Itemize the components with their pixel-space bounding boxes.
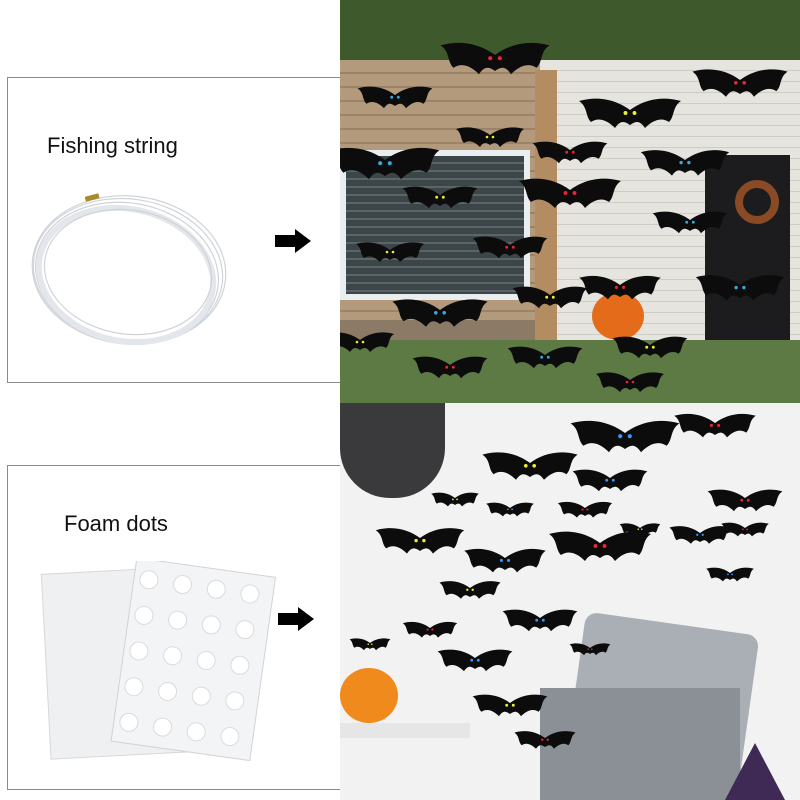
foam-dots-panel: Foam dots bbox=[7, 465, 347, 790]
right-arrow-icon bbox=[278, 607, 314, 631]
bat-decoration bbox=[502, 609, 578, 632]
bat-decoration bbox=[349, 638, 391, 651]
bat-decoration bbox=[439, 581, 501, 599]
bat-decoration bbox=[707, 489, 783, 512]
bat-decoration bbox=[402, 621, 458, 638]
bat-decoration bbox=[340, 147, 440, 180]
bat-decoration bbox=[579, 275, 661, 300]
bat-decoration bbox=[674, 413, 756, 438]
bat-decoration bbox=[652, 211, 728, 234]
bat-decoration bbox=[507, 346, 583, 369]
bat-decoration bbox=[375, 528, 465, 554]
bat-decoration bbox=[572, 469, 648, 492]
indoor-wall-bats-photo bbox=[340, 403, 800, 800]
bat-decoration bbox=[392, 299, 488, 327]
bat-decoration bbox=[692, 69, 788, 97]
bat-decoration bbox=[486, 502, 534, 517]
wreath bbox=[735, 180, 779, 224]
right-arrow-icon bbox=[275, 229, 311, 253]
bat-decoration bbox=[402, 186, 478, 209]
window bbox=[340, 150, 530, 300]
witch-hat bbox=[725, 743, 785, 800]
bat-decoration bbox=[669, 526, 731, 544]
fishing-string-coil-icon bbox=[31, 193, 227, 346]
jack-o-lantern bbox=[340, 668, 398, 723]
bat-decoration bbox=[356, 242, 424, 262]
bat-decoration bbox=[579, 98, 681, 128]
pendant-lamp bbox=[340, 403, 445, 498]
bat-decoration bbox=[514, 731, 576, 749]
foam-dot-sheets-icon bbox=[40, 561, 277, 762]
bat-decoration bbox=[340, 332, 394, 352]
bat-decoration bbox=[695, 275, 785, 301]
bat-decoration bbox=[569, 643, 611, 656]
bat-decoration bbox=[437, 649, 513, 672]
bat-decoration bbox=[431, 492, 479, 507]
fishing-string-label: Fishing string bbox=[47, 133, 178, 158]
armchair bbox=[540, 688, 740, 800]
bat-decoration bbox=[557, 501, 613, 518]
fishing-string-panel: Fishing string bbox=[7, 77, 347, 383]
bat-decoration bbox=[472, 236, 548, 259]
bat-decoration bbox=[512, 286, 588, 309]
bat-decoration bbox=[721, 522, 769, 537]
foam-dots-label: Foam dots bbox=[64, 511, 168, 536]
side-table bbox=[340, 723, 470, 738]
bat-decoration bbox=[640, 150, 730, 176]
bat-decoration bbox=[532, 141, 608, 164]
bat-decoration bbox=[412, 356, 488, 379]
bat-decoration bbox=[706, 567, 754, 582]
pumpkin bbox=[592, 292, 644, 340]
bat-decoration bbox=[482, 452, 578, 480]
bat-decoration bbox=[596, 372, 664, 392]
tree-foliage bbox=[340, 0, 800, 60]
bat-decoration bbox=[619, 523, 661, 536]
bat-decoration bbox=[549, 531, 651, 561]
bat-decoration bbox=[456, 127, 524, 147]
bat-decoration bbox=[357, 86, 433, 109]
bat-decoration bbox=[612, 336, 688, 359]
bat-decoration bbox=[440, 42, 550, 75]
outdoor-porch-bats-photo bbox=[340, 0, 800, 403]
bat-decoration bbox=[570, 420, 680, 453]
bat-decoration bbox=[519, 178, 621, 208]
bat-decoration bbox=[472, 694, 548, 717]
bat-decoration bbox=[464, 548, 546, 573]
